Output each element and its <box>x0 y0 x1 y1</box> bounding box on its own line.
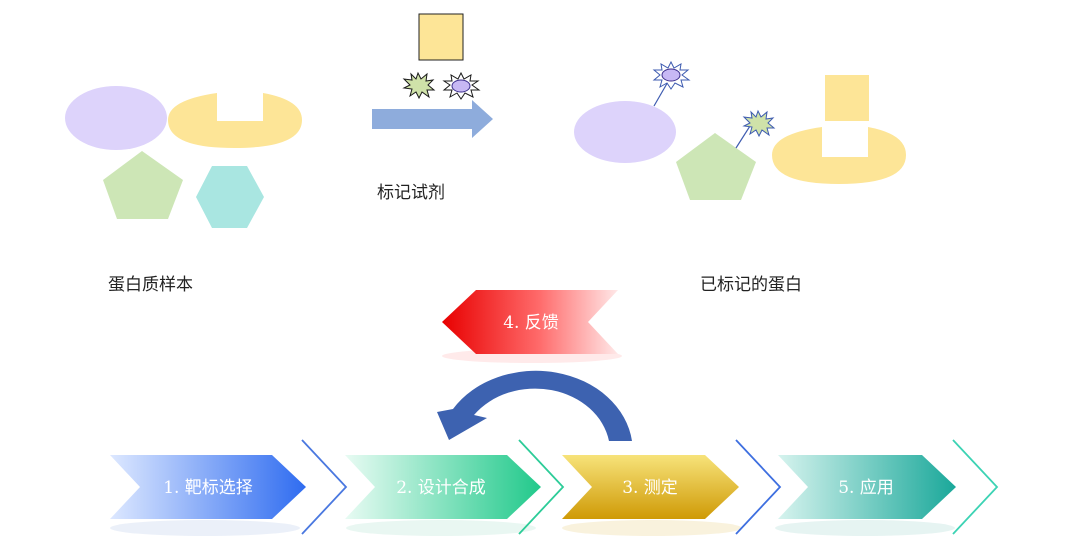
step-4-feedback: 4. 反馈 <box>442 290 622 363</box>
step-5-chevron-body <box>778 455 956 519</box>
step-5-outline-chevron <box>952 439 999 535</box>
step-3-outline-chevron <box>735 439 782 535</box>
labeling-reagent-group <box>372 13 493 138</box>
labeled-lavender-ellipse <box>574 101 676 163</box>
labeled-protein-group <box>574 60 906 200</box>
reaction-arrow <box>372 100 493 138</box>
green-pentagon <box>103 151 183 219</box>
green-starburst-icon <box>402 71 436 100</box>
feedback-loop-arrow <box>437 370 632 441</box>
step-2-chevron-body <box>345 455 541 519</box>
step-5-label: 5. 应用 <box>838 478 894 498</box>
step-3-chevron-body <box>562 455 739 519</box>
step-3-label: 3. 测定 <box>622 478 678 498</box>
lavender-ellipse <box>65 86 167 150</box>
step-shadow <box>562 520 742 536</box>
labeled-green-pentagon <box>676 133 756 200</box>
step-3: 3. 测定 <box>562 439 782 535</box>
labeled-yellow-notched-ellipse <box>772 127 906 184</box>
protein-sample-group <box>65 86 302 228</box>
tag-link-2 <box>735 125 751 149</box>
feedback-chevron-body <box>442 290 618 354</box>
process-flow: 1. 靶标选择 2. 设计合成 3. 测定 5. 应用 4. 反馈 <box>110 290 999 536</box>
step-2: 2. 设计合成 <box>345 439 565 535</box>
teal-hexagon <box>196 166 264 228</box>
labeling-reagent-label: 标记试剂 <box>377 183 445 203</box>
step-1-label: 1. 靶标选择 <box>163 478 253 498</box>
step-1: 1. 靶标选择 <box>110 439 348 535</box>
labeled-yellow-block <box>825 75 869 121</box>
feedback-label: 4. 反馈 <box>503 313 559 333</box>
yellow-notched-ellipse-main <box>168 93 302 148</box>
step-1-chevron-body <box>110 455 306 519</box>
step-shadow <box>110 520 300 536</box>
step-1-outline-chevron <box>301 439 348 535</box>
protein-sample-label: 蛋白质样本 <box>108 275 193 295</box>
step-5: 5. 应用 <box>778 439 999 535</box>
step-shadow <box>346 520 536 536</box>
step-2-label: 2. 设计合成 <box>396 478 486 498</box>
labeled-protein-label: 已标记的蛋白 <box>700 275 802 295</box>
tag-link-1 <box>653 79 670 107</box>
step-shadow <box>775 520 955 536</box>
reagent-square <box>418 13 464 61</box>
purple-core <box>451 79 471 93</box>
tag-starburst-green-icon <box>742 109 776 138</box>
step-2-outline-chevron <box>518 439 565 535</box>
tag-purple-core <box>661 68 681 82</box>
